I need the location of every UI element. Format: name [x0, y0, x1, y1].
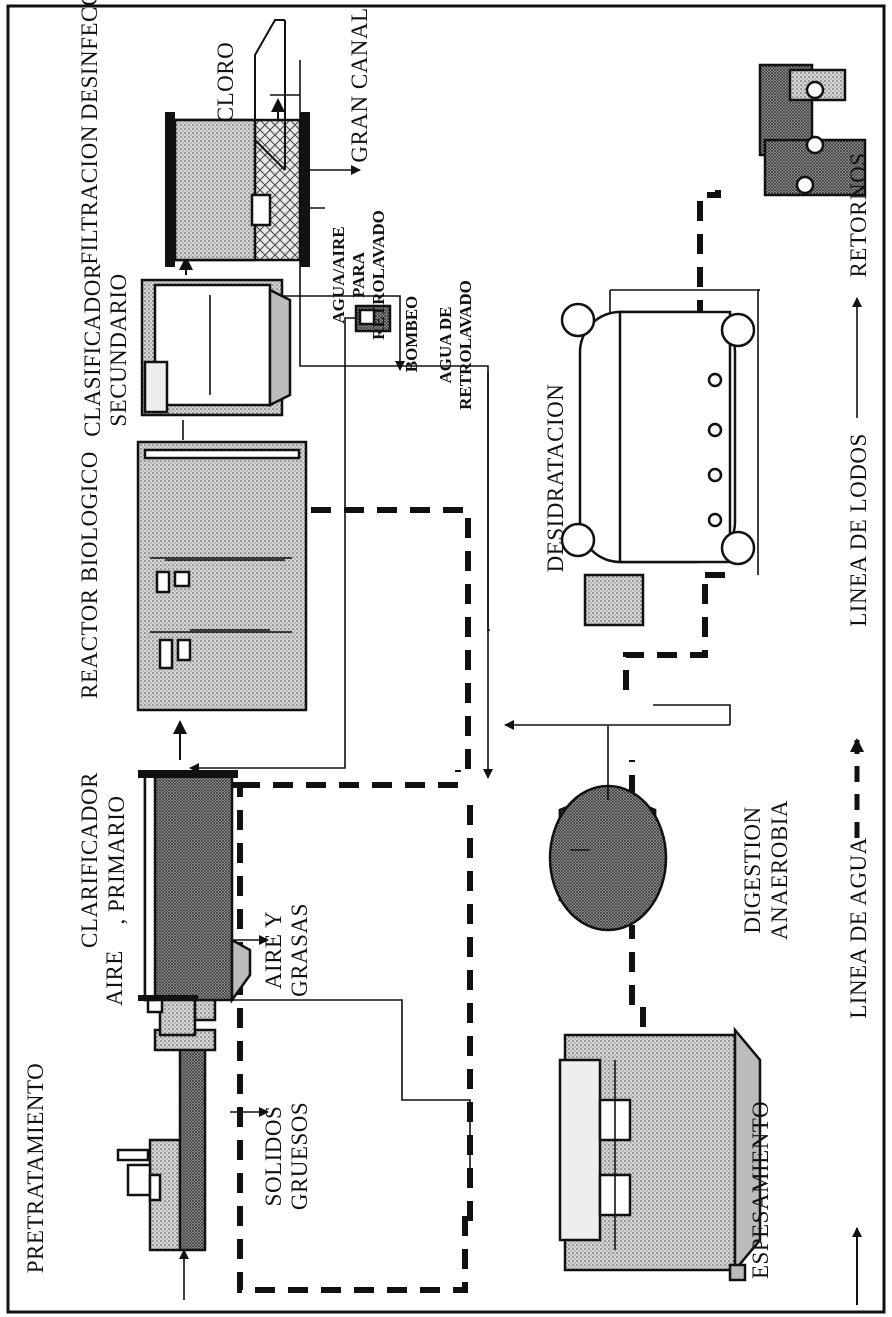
- legend-linea-agua: LINEA DE AGUA: [846, 837, 871, 1019]
- label-solidos-2: GRUESOS: [287, 1102, 312, 1210]
- label-agua-aire-1: AGUA/AIRE: [329, 226, 348, 323]
- biological-reactor: [138, 442, 306, 710]
- label-gran-canal: GRAN CANAL: [347, 7, 372, 162]
- filtration-unit: [165, 112, 310, 267]
- label-digestion-2: ANAEROBIA: [767, 800, 792, 940]
- anaerobic-digester: [550, 785, 666, 930]
- label-clasificador-2: SECUNDARIO: [106, 273, 131, 426]
- label-desidratacion: DESIDRATACION: [543, 384, 568, 573]
- label-aire-y-grasas-1: AIRE Y: [261, 911, 286, 989]
- label-aire: AIRE: [102, 950, 127, 1006]
- label-solidos-1: SOLIDOS: [261, 1106, 286, 1207]
- label-clasificador-1: CLASIFICADOR: [80, 263, 105, 437]
- primary-clarifier: [138, 770, 250, 1001]
- dewatering-unit: [562, 304, 754, 625]
- label-pretratamiento: PRETRATAMIENTO: [23, 1063, 48, 1273]
- label-agua-retro-2: RETROLAVADO: [456, 280, 475, 410]
- secondary-clarifier: [142, 280, 290, 415]
- legend-linea-lodos: LINEA DE LODOS: [846, 433, 871, 627]
- label-reactor-biologico: REACTOR BIOLOGICO: [77, 451, 102, 699]
- label-cloro: CLORO: [213, 42, 238, 122]
- legend-retornos: RETORNOS: [846, 153, 871, 278]
- label-clarificador-1: CLARIFICADOR: [77, 772, 102, 948]
- label-aire-y-grasas-2: GRASAS: [287, 903, 312, 997]
- label-agua-retro-1: AGUA DE: [436, 307, 455, 384]
- label-clarificador-2: , PRIMARIO: [104, 796, 129, 925]
- label-bombeo: BOMBEO: [402, 296, 421, 373]
- label-desinfeccion: DESINFECCION: [77, 0, 102, 120]
- thickener: [560, 1030, 760, 1280]
- label-espesamiento: ESPESAMIENTO: [748, 1101, 773, 1279]
- label-agua-aire-2: PARA: [349, 251, 368, 298]
- label-filtracion: FILTRACION: [77, 125, 102, 265]
- label-digestion-1: DIGESTION: [740, 806, 765, 933]
- label-agua-aire-3: RETROLAVADO: [369, 210, 388, 340]
- legend: LINEA DE AGUA LINEA DE LODOS RETORNOS: [846, 153, 871, 1306]
